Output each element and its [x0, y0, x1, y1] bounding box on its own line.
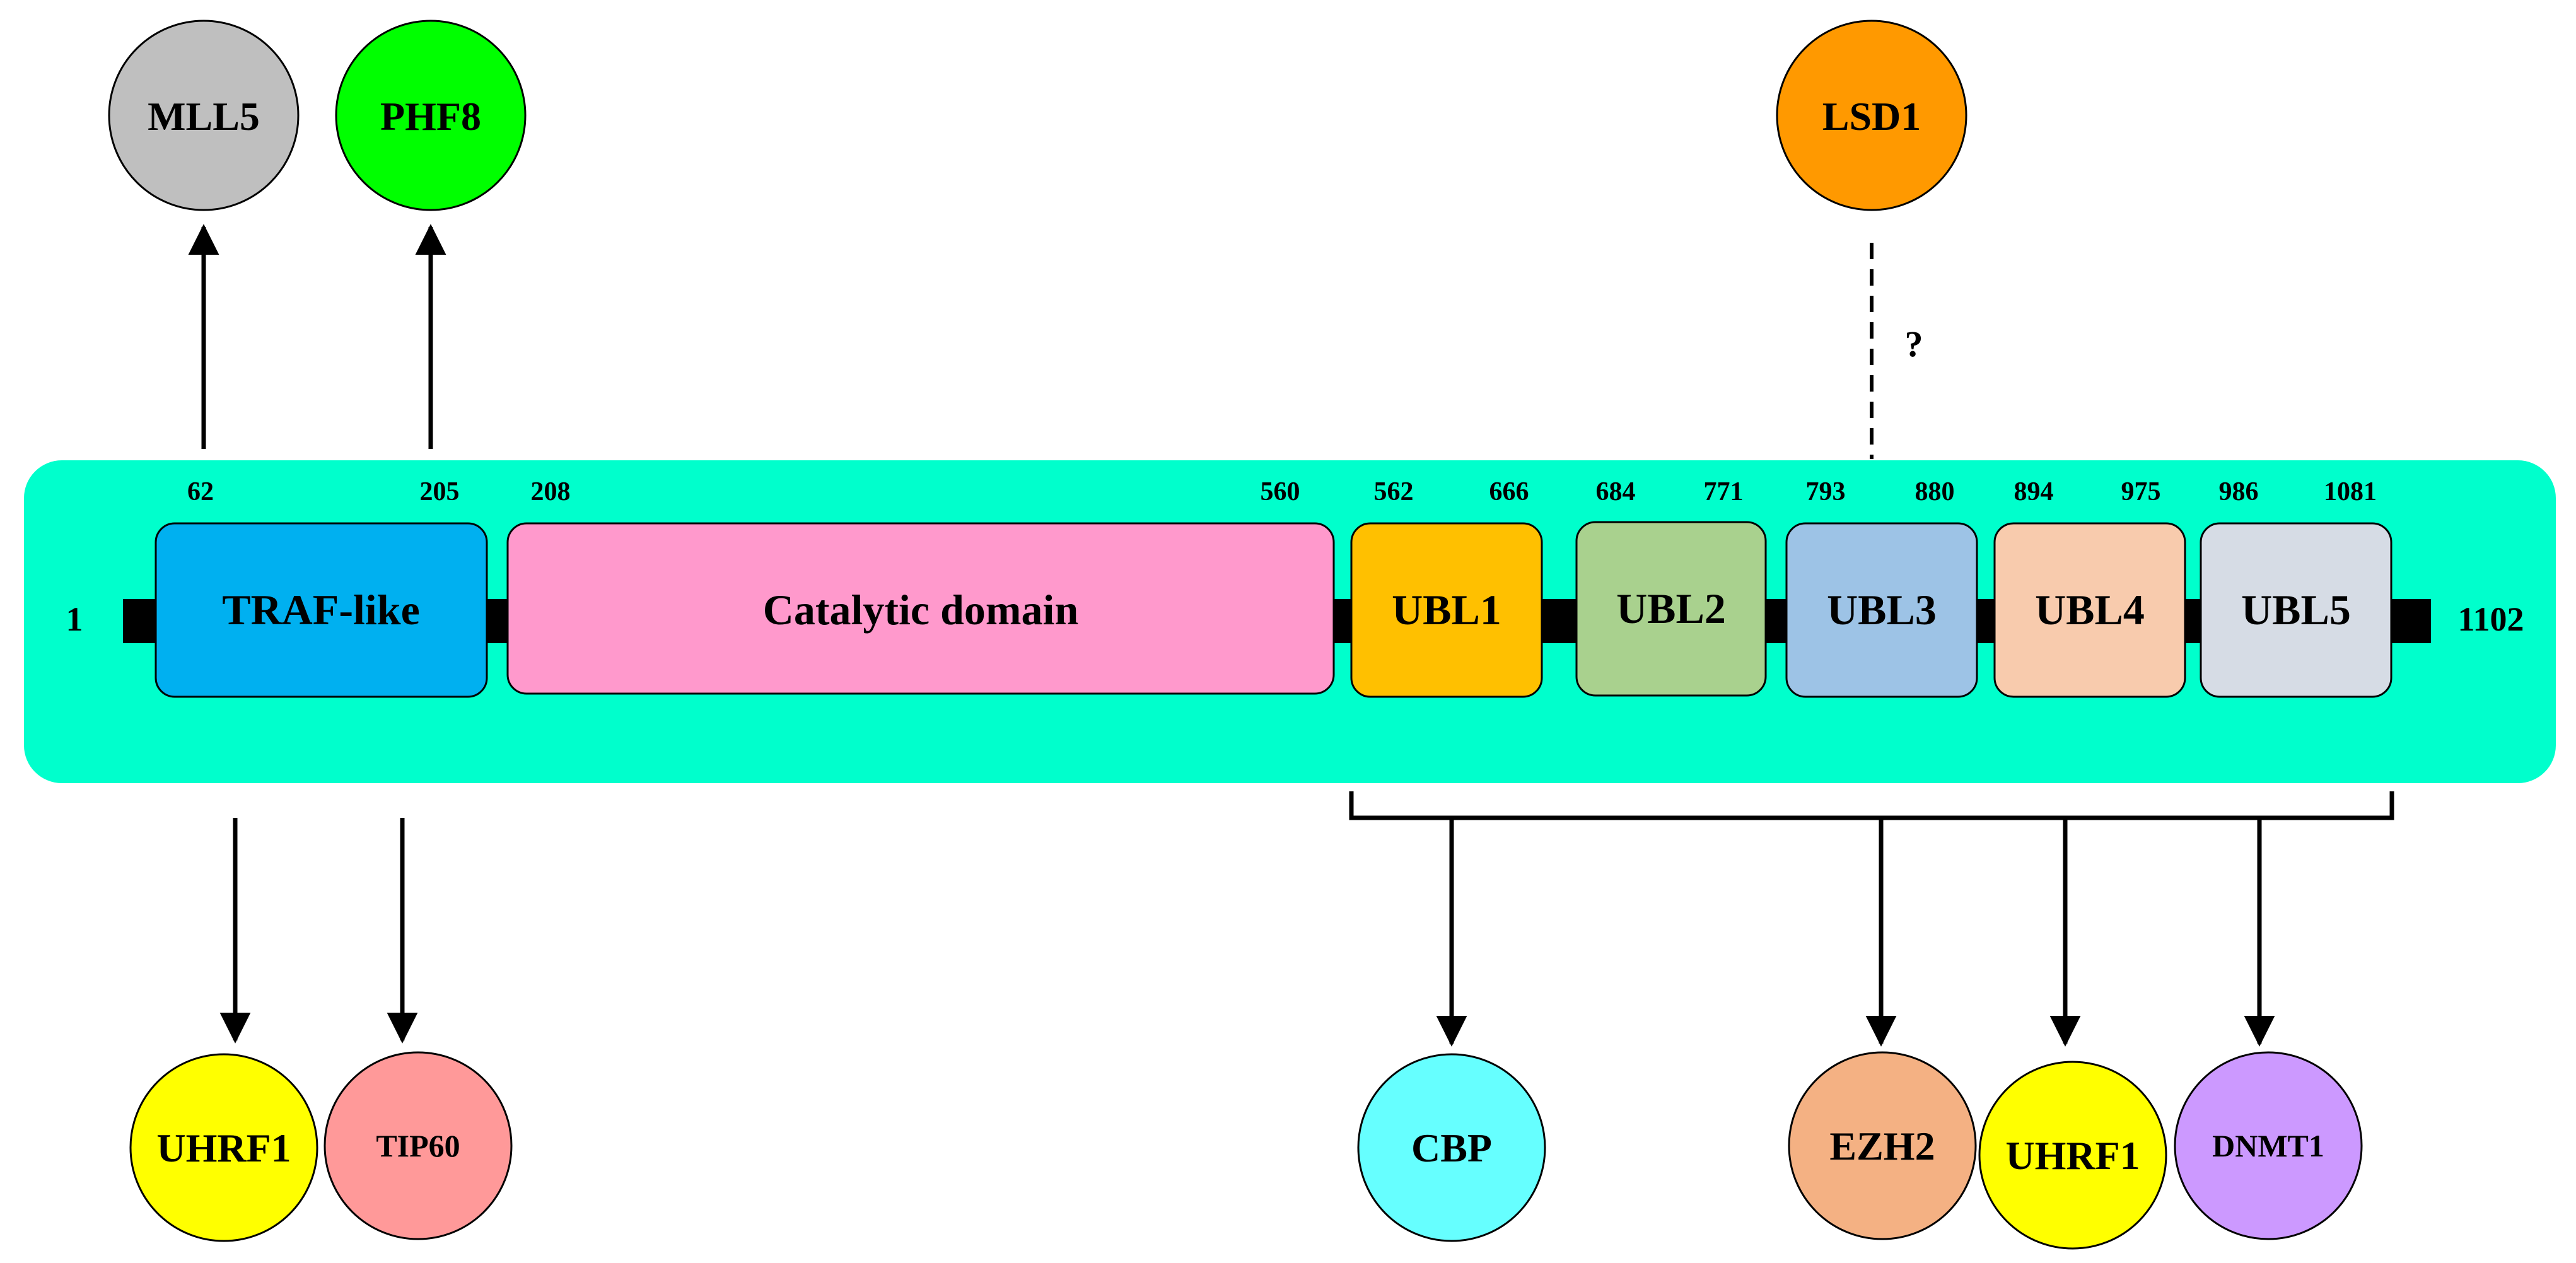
domain-label-ubl5: UBL5: [2241, 586, 2351, 634]
domain-traf: TRAF-like: [154, 522, 488, 698]
domain-label-ubl4: UBL4: [2035, 586, 2145, 634]
position-label-catalytic-end: 560: [1261, 477, 1300, 506]
position-label-ubl5-end: 1081: [2324, 477, 2377, 506]
position-label-ubl1-start: 562: [1374, 477, 1414, 506]
domain-catalytic: Catalytic domain: [506, 522, 1335, 695]
partner-label-mll5: MLL5: [148, 94, 260, 139]
domain-label-ubl2: UBL2: [1616, 585, 1726, 632]
position-label-ubl3-end: 880: [1915, 477, 1955, 506]
domain-ubl2: UBL2: [1575, 521, 1767, 697]
position-label-ubl2-end: 771: [1704, 477, 1744, 506]
domain-ubl5: UBL5: [2200, 522, 2392, 698]
position-label-ubl4-end: 975: [2121, 477, 2161, 506]
position-label-ubl2-start: 684: [1596, 477, 1636, 506]
partner-cbp: CBP: [1357, 1053, 1546, 1242]
partner-phf8: PHF8: [335, 20, 527, 211]
position-label-catalytic-start: 208: [531, 477, 571, 506]
partner-uhrf1-right: UHRF1: [1978, 1061, 2167, 1250]
ubl-bracket: [1349, 791, 2394, 820]
domain-ubl4: UBL4: [1993, 522, 2186, 698]
start-position-label: 1: [66, 600, 83, 638]
domain-ubl1: UBL1: [1350, 522, 1543, 698]
partner-mll5: MLL5: [108, 20, 300, 211]
partner-label-cbp: CBP: [1411, 1126, 1492, 1170]
position-label-traf-end: 205: [420, 477, 460, 506]
partner-label-lsd1: LSD1: [1822, 94, 1921, 139]
end-position-label: 1102: [2457, 600, 2524, 638]
domain-label-traf: TRAF-like: [222, 586, 420, 634]
partner-label-uhrf1-left: UHRF1: [156, 1126, 291, 1170]
partner-label-uhrf1-right: UHRF1: [2005, 1133, 2140, 1178]
domain-ubl3: UBL3: [1785, 522, 1978, 698]
domain-label-catalytic: Catalytic domain: [763, 586, 1079, 634]
partner-dnmt1: DNMT1: [2174, 1051, 2363, 1240]
position-label-ubl1-end: 666: [1489, 477, 1529, 506]
partner-label-phf8: PHF8: [380, 94, 481, 139]
position-label-traf-start: 62: [187, 477, 214, 506]
uncertain-marker: ?: [1905, 323, 1923, 364]
partner-label-tip60: TIP60: [376, 1128, 460, 1163]
partner-label-ezh2: EZH2: [1829, 1124, 1935, 1168]
domain-label-ubl1: UBL1: [1392, 586, 1501, 634]
position-label-ubl5-start: 986: [2219, 477, 2259, 506]
partner-uhrf1-left: UHRF1: [129, 1053, 318, 1242]
position-label-ubl4-start: 894: [2014, 477, 2054, 506]
domain-label-ubl3: UBL3: [1827, 586, 1937, 634]
partner-ezh2: EZH2: [1788, 1051, 1977, 1240]
partner-label-dnmt1: DNMT1: [2212, 1128, 2324, 1163]
partner-tip60: TIP60: [323, 1051, 513, 1240]
partner-lsd1: LSD1: [1776, 20, 1967, 211]
position-label-ubl3-start: 793: [1806, 477, 1846, 506]
